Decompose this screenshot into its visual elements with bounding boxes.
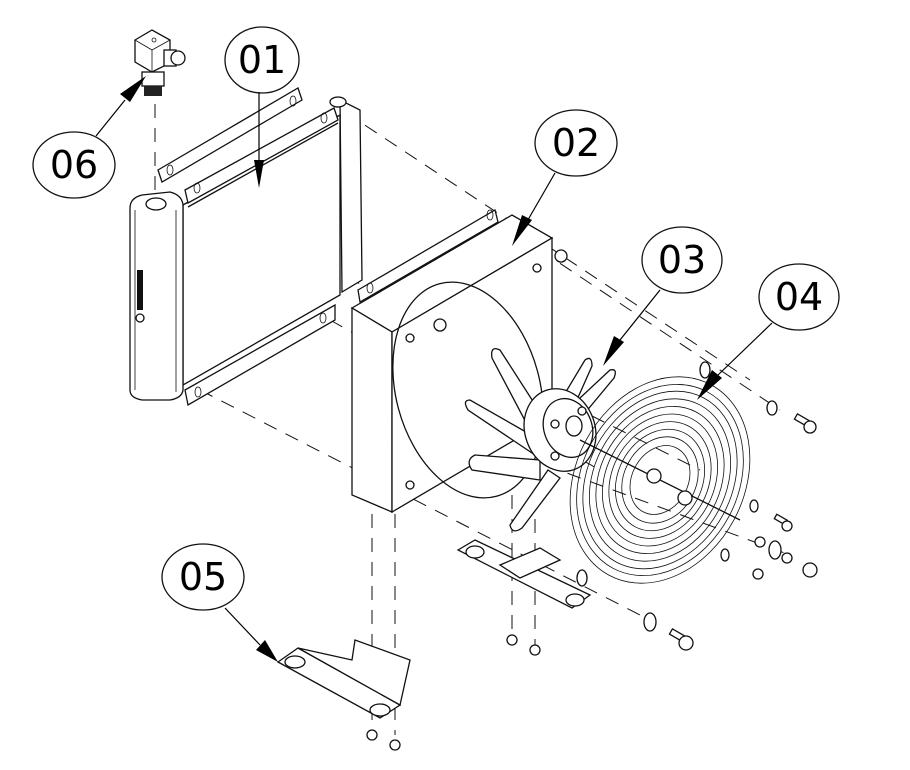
callout-label-02: 02	[552, 121, 600, 165]
callout-label-01: 01	[238, 38, 286, 82]
callout-04: 04	[697, 263, 840, 400]
part-fan-shroud	[350, 209, 568, 514]
callout-06: 06	[32, 76, 146, 199]
callout-label-06: 06	[50, 143, 98, 187]
callout-label-03: 03	[658, 238, 706, 282]
callout-01: 01	[224, 26, 300, 188]
part-sensor	[134, 29, 186, 96]
part-fan-bracket	[456, 539, 592, 656]
callout-05: 05	[161, 543, 278, 662]
callout-03: 03	[603, 226, 723, 366]
callout-02: 02	[512, 109, 618, 246]
part-fan-motor	[464, 347, 616, 532]
part-radiator	[129, 87, 363, 407]
hardware-fasteners	[643, 400, 818, 651]
callout-label-05: 05	[179, 555, 227, 599]
part-mounting-bracket	[276, 639, 411, 751]
callout-label-04: 04	[775, 275, 823, 319]
